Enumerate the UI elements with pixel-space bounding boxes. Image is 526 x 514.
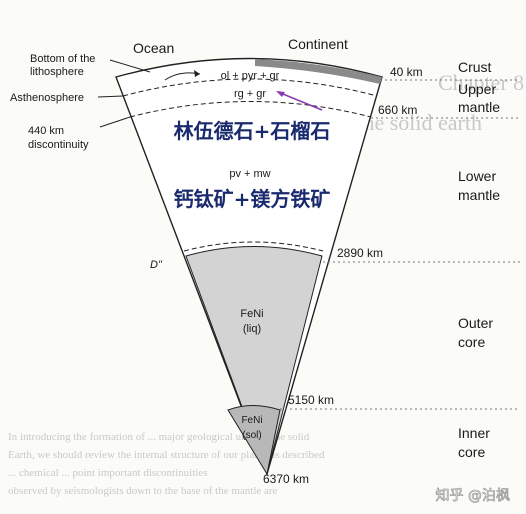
mineral-outer-core-1: FeNi: [240, 308, 263, 320]
ghost-line-2: Earth, we should review the internal str…: [8, 449, 325, 461]
d-double-prime-label: D": [150, 259, 163, 271]
background-page-text: Chapter 8 The solid earth In introducing…: [8, 70, 524, 497]
bottom-lithosphere-label-2: lithosphere: [30, 66, 84, 78]
ocean-label: Ocean: [133, 40, 174, 56]
layer-outer-core-1: Outer: [458, 315, 493, 331]
layer-lower-mantle-1: Lower: [458, 168, 496, 184]
mineral-upper-1: ol + pyr + gr: [221, 70, 280, 82]
layer-inner-core-2: core: [458, 444, 485, 460]
layer-inner-core-1: Inner: [458, 425, 490, 441]
annotation-arrow: [277, 91, 323, 111]
mineral-lower: pv + mw: [229, 168, 270, 180]
depth-label-6370: 6370 km: [263, 472, 309, 486]
depth-label-660: 660 km: [378, 103, 417, 117]
mineral-upper-2: rg + gr: [234, 88, 266, 100]
annotation-upper-mantle-cn: 林伍德石+石榴石: [174, 119, 331, 143]
discontinuity-440-boundary: [129, 101, 372, 118]
layer-outer-core-2: core: [458, 334, 485, 350]
layer-lower-mantle-2: mantle: [458, 187, 500, 203]
ghost-chapter: Chapter 8: [438, 70, 524, 95]
watermark-text: 知乎 @泊枫: [436, 487, 510, 504]
outer-core-region: [185, 246, 323, 476]
annotation-arrowhead: [276, 91, 285, 97]
depth-label-40: 40 km: [390, 65, 423, 79]
layer-crust: Crust: [458, 59, 492, 75]
inner-core-region: [227, 405, 281, 476]
lithosphere-arrowhead: [194, 70, 200, 77]
continent-label: Continent: [288, 36, 348, 52]
d-double-prime-boundary: [183, 241, 324, 252]
depth-label-2890: 2890 km: [337, 246, 383, 260]
asthenosphere-label: Asthenosphere: [10, 92, 84, 104]
leader-bottom-lithosphere: [109, 59, 151, 73]
mineral-outer-core-2: (liq): [243, 323, 261, 335]
ghost-line-4: observed by seismologists down to the ba…: [8, 485, 278, 497]
crust-band: [255, 59, 382, 84]
annotation-lower-mantle-cn: 钙钛矿+镁方铁矿: [174, 187, 331, 211]
discontinuity-label-2: discontinuity: [28, 139, 89, 151]
ghost-subtitle: The solid earth: [350, 110, 482, 135]
depth-label-5150: 5150 km: [288, 393, 334, 407]
watermark: 知乎 @泊枫: [435, 487, 510, 505]
mineral-inner-core-1: FeNi: [241, 415, 262, 426]
layer-upper-mantle-1: Upper: [458, 81, 496, 97]
discontinuity-label-1: 440 km: [28, 125, 64, 137]
mineral-inner-core-2: (sol): [242, 430, 261, 441]
leader-asthenosphere: [97, 95, 124, 98]
ghost-line-3: ... chemical ... point important discont…: [8, 467, 208, 479]
leader-discontinuity: [99, 116, 131, 128]
layer-upper-mantle-2: mantle: [458, 99, 500, 115]
bottom-lithosphere-label-1: Bottom of the: [30, 53, 95, 65]
lithosphere-bottom-boundary: [122, 78, 378, 97]
ghost-line-1: In introducing the formation of ... majo…: [8, 431, 310, 443]
